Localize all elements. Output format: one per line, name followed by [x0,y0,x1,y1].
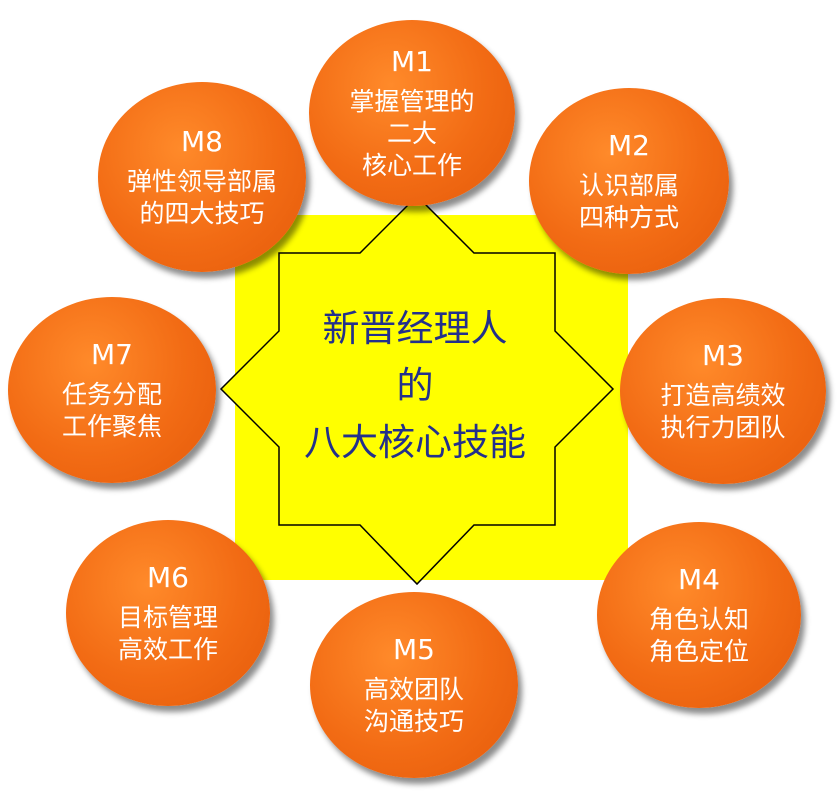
module-text-line: 任务分配 [61,380,162,409]
module-text-line: 角色定位 [648,637,749,666]
module-circle-m4: M4 角色认知 角色定位 [597,522,801,708]
module-circle-m2: M2 认识部属 四种方式 [529,88,729,274]
module-text-line: 目标管理 [117,603,218,632]
module-circle-m3: M3 打造高绩效 执行力团队 [620,298,826,484]
module-text-line: 高效团队 [363,675,464,704]
module-code: M4 [678,563,720,596]
module-circle-m5: M5 高效团队 沟通技巧 [310,592,518,778]
module-circle-m1: M1 掌握管理的 二大 核心工作 [309,20,515,206]
module-text-line: 角色认知 [648,605,749,634]
module-text-line: 弹性领导部属 [126,167,277,196]
module-code: M5 [393,633,435,666]
module-text-line: 打造高绩效 [660,381,786,410]
center-title-line-1: 新晋经理人 [322,307,508,350]
module-text-line: 沟通技巧 [363,707,464,736]
module-code: M2 [608,129,650,162]
eight-point-star [219,194,615,586]
module-code: M7 [91,338,133,371]
module-code: M1 [391,45,433,78]
module-text-line: 二大 [386,119,437,148]
center-title: 新晋经理人 的 八大核心技能 [280,300,550,471]
center-title-line-3: 八大核心技能 [304,421,526,464]
module-circle-m6: M6 目标管理 高效工作 [66,520,270,706]
module-code: M6 [147,561,189,594]
module-text-line: 的四大技巧 [139,199,265,228]
module-code: M3 [702,339,744,372]
module-text-line: 认识部属 [578,171,679,200]
module-text-line: 高效工作 [117,635,218,664]
module-text-line: 执行力团队 [660,413,786,442]
module-text-line: 掌握管理的 [349,87,475,116]
module-text-line: 工作聚焦 [61,412,162,441]
center-title-line-2: 的 [396,364,434,407]
module-code: M8 [181,125,223,158]
module-text-line: 核心工作 [361,151,462,180]
module-circle-m8: M8 弹性领导部属 的四大技巧 [98,82,306,272]
module-circle-m7: M7 任务分配 工作聚焦 [8,297,216,483]
module-text-line: 四种方式 [578,203,679,232]
